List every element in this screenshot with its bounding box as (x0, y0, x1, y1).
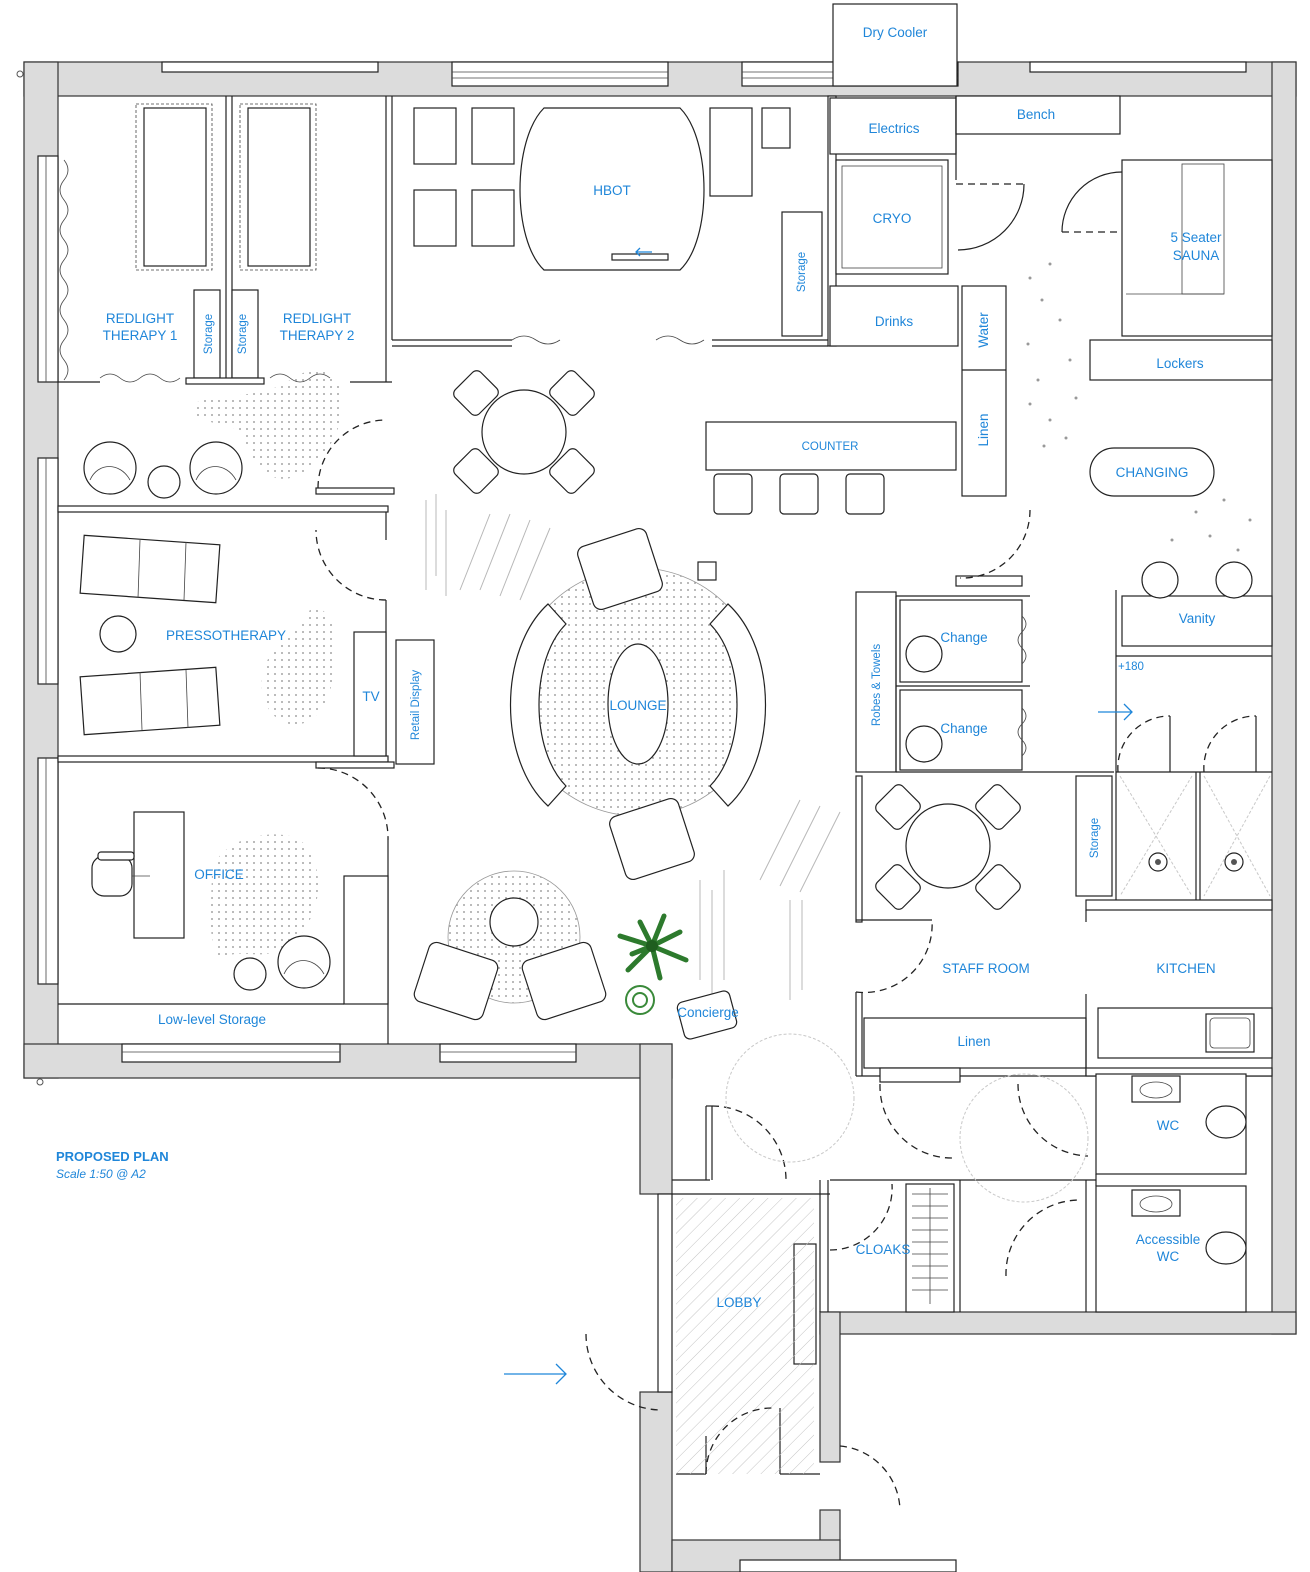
kitchen-sink (1205, 1013, 1255, 1053)
label-accessible-2: WC (1157, 1249, 1180, 1264)
label-accessible-1: Accessible (1136, 1232, 1201, 1247)
windows (37, 61, 1247, 1572)
label-cryo: CRYO (873, 211, 912, 226)
label-storage-hbot: Storage (796, 252, 808, 292)
corner-marker (16, 70, 24, 78)
cryo-room (835, 159, 1123, 275)
change-rooms (905, 615, 1027, 763)
plant-icon (617, 913, 689, 1015)
label-bench: Bench (1017, 107, 1055, 122)
terrazzo-floor (1026, 262, 1252, 552)
label-redlight2-1: REDLIGHT (283, 311, 351, 326)
entry-arrow-icon (504, 703, 1133, 1385)
label-pressotherapy: PRESSOTHERAPY (166, 628, 286, 643)
office-room (91, 811, 331, 991)
label-redlight1-1: REDLIGHT (106, 311, 174, 326)
label-counter: COUNTER (802, 441, 859, 453)
label-storage-red2: Storage (237, 314, 249, 354)
floor-hatch (425, 494, 841, 1000)
plan-legend: PROPOSED PLAN Scale 1:50 @ A2 (56, 1149, 169, 1181)
label-level-mark: +180 (1118, 661, 1144, 673)
pressotherapy-room (79, 534, 435, 765)
label-office: OFFICE (194, 867, 244, 882)
room-labels: Dry Cooler Electrics Bench HBOT CRYO 5 S… (103, 25, 1222, 1310)
label-linen-staff: Linen (957, 1034, 990, 1049)
waiting-table (413, 897, 607, 1021)
label-concierge: Concierge (677, 1005, 739, 1020)
office-chair-icon (91, 851, 150, 897)
label-redlight2-2: THERAPY 2 (280, 328, 355, 343)
concierge-desk (676, 990, 738, 1040)
label-low-storage: Low-level Storage (158, 1012, 266, 1027)
wc-fixtures (1131, 1075, 1247, 1265)
label-robes-towels: Robes & Towels (871, 644, 883, 726)
label-change-2: Change (940, 721, 987, 736)
plan-scale: Scale 1:50 @ A2 (56, 1167, 146, 1181)
cloak-hangers (912, 1188, 948, 1304)
label-lobby: LOBBY (716, 1295, 761, 1310)
plan-title: PROPOSED PLAN (56, 1149, 169, 1164)
label-hbot: HBOT (593, 183, 631, 198)
label-redlight1-2: THERAPY 1 (103, 328, 178, 343)
changing-bench (1089, 447, 1215, 497)
vanity-stool-2 (1215, 561, 1253, 599)
hbot-room (413, 107, 823, 345)
staff-table (875, 784, 1021, 910)
label-vanity: Vanity (1179, 611, 1216, 626)
label-cloaks: CLOAKS (856, 1242, 911, 1257)
label-storage-red1: Storage (203, 314, 215, 354)
cafe-table (453, 370, 595, 494)
label-sauna-2: SAUNA (1173, 248, 1220, 263)
label-retail-display: Retail Display (410, 670, 422, 741)
label-drinks: Drinks (875, 314, 914, 329)
label-linen-bar: Linen (976, 413, 991, 446)
waiting-seats (83, 441, 243, 499)
door-swing-icon (315, 419, 1257, 1511)
showers (1148, 852, 1244, 872)
vanity-stool-1 (1141, 561, 1179, 599)
label-lockers: Lockers (1156, 356, 1204, 371)
label-wc: WC (1157, 1118, 1180, 1133)
label-changing: CHANGING (1116, 465, 1189, 480)
dry-cooler-box (832, 3, 958, 87)
label-change-1: Change (940, 630, 987, 645)
label-lounge: LOUNGE (609, 698, 666, 713)
label-water: Water (976, 312, 991, 348)
label-kitchen: KITCHEN (1156, 961, 1215, 976)
label-sauna-1: 5 Seater (1170, 230, 1222, 245)
corner-marker (36, 1078, 44, 1086)
bar-counter (705, 421, 957, 515)
label-dry-cooler: Dry Cooler (863, 25, 928, 40)
label-storage-staff: Storage (1089, 818, 1101, 858)
label-tv: TV (362, 689, 379, 704)
internal-walls (57, 95, 1273, 1475)
label-staff-room: STAFF ROOM (942, 961, 1030, 976)
lounge (509, 527, 767, 881)
label-electrics: Electrics (868, 121, 919, 136)
